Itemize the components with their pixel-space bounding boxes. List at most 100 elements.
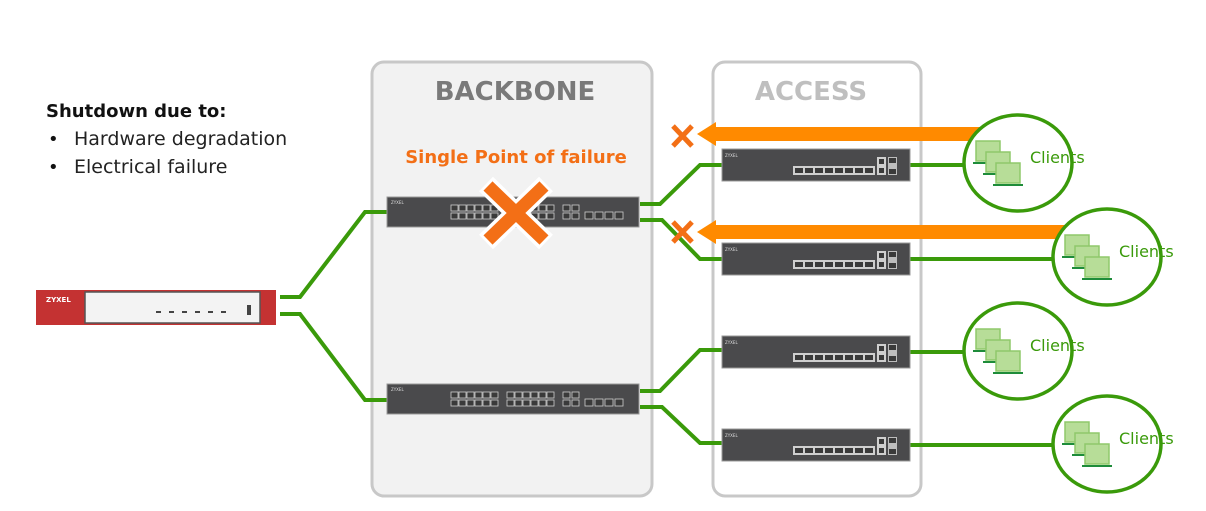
switch-port: [490, 391, 499, 399]
switch-port: [450, 212, 459, 220]
switch-port: [855, 355, 863, 360]
uplink-port: [604, 398, 614, 407]
sfp-frame: [877, 251, 886, 269]
switch-port: [458, 399, 467, 407]
client-group-1[interactable]: Clients: [962, 113, 1085, 213]
sfp-port: [889, 158, 896, 163]
switch-port: [825, 262, 833, 267]
access-switch-4[interactable]: ZYXEL: [721, 428, 911, 462]
switch-port: [815, 448, 823, 453]
sfp-port: [571, 399, 580, 407]
uplink-port: [594, 398, 604, 407]
bullet-glyph: •: [48, 157, 59, 178]
link-backbone2-access3: [640, 348, 722, 393]
sfp-port: [889, 263, 896, 268]
sfp-port: [879, 253, 884, 258]
switch-port: [466, 391, 475, 399]
shutdown-heading: Shutdown due to:: [46, 101, 227, 122]
uplink-port: [614, 398, 624, 407]
link-firewall-backbone2: [280, 312, 388, 402]
switch-port: [835, 355, 843, 360]
switch-port: [845, 355, 853, 360]
switch-port: [825, 355, 833, 360]
sfp-port: [879, 355, 884, 360]
laptop-icon: [993, 350, 1023, 374]
switch-port: [482, 212, 491, 220]
switch-port: [466, 399, 475, 407]
sfp-port: [879, 346, 884, 351]
switch-brand: ZYXEL: [725, 153, 738, 158]
switch-brand: ZYXEL: [391, 387, 404, 392]
switch-port: [845, 448, 853, 453]
switch-port: [546, 212, 555, 220]
switch-brand: ZYXEL: [391, 200, 404, 205]
switch-port: [538, 399, 547, 407]
switch-port: [855, 262, 863, 267]
switch-port: [466, 204, 475, 212]
backbone-switch-2[interactable]: ZYXEL: [386, 383, 640, 415]
link-backbone1-access1: [640, 163, 722, 206]
client-group-4[interactable]: Clients: [1051, 394, 1174, 494]
switch-port: [795, 355, 803, 360]
sfp-port: [879, 262, 884, 267]
sfp-port: [571, 391, 580, 399]
switch-port: [546, 399, 555, 407]
switch-port: [458, 212, 467, 220]
sfp-port: [889, 449, 896, 454]
switch-port: [474, 212, 483, 220]
sfp-port: [571, 204, 580, 212]
access-switch-3[interactable]: ZYXEL: [721, 335, 911, 369]
switch-port: [855, 168, 863, 173]
failure-x-icon: [479, 176, 553, 250]
sfp-frame: [877, 437, 886, 455]
clients-label: Clients: [1119, 429, 1174, 448]
sfp-port: [879, 439, 884, 444]
switch-port: [845, 168, 853, 173]
backbone-title: BACKBONE: [435, 77, 596, 107]
link-backbone2-access4: [640, 405, 722, 445]
switch-port: [514, 391, 523, 399]
laptop-icon: [1082, 443, 1112, 467]
switch-port: [506, 399, 515, 407]
uplink-port: [584, 211, 594, 220]
sfp-port: [889, 438, 896, 443]
switch-port: [805, 168, 813, 173]
switch-port: [815, 168, 823, 173]
access-title: ACCESS: [755, 77, 867, 107]
sfp-port: [562, 204, 571, 212]
port-frame: [793, 260, 875, 269]
uplink-port: [614, 211, 624, 220]
client-group-3[interactable]: Clients: [962, 301, 1085, 401]
switch-port: [865, 355, 873, 360]
clients-label: Clients: [1030, 148, 1085, 167]
access-switch-2[interactable]: ZYXEL: [721, 242, 911, 276]
firewall-device[interactable]: ZYXEL: [36, 290, 276, 325]
sfp-frame: [888, 344, 897, 362]
sfp-frame: [888, 251, 897, 269]
switch-port: [490, 399, 499, 407]
switch-port: [546, 204, 555, 212]
sfp-port: [889, 169, 896, 174]
blocked-x-icon: [671, 124, 694, 148]
switch-port: [490, 212, 499, 220]
backbone-zone: [370, 60, 654, 498]
port-frame: [793, 446, 875, 455]
switch-port: [805, 355, 813, 360]
switch-port: [795, 448, 803, 453]
switch-port: [466, 212, 475, 220]
switch-port: [845, 262, 853, 267]
switch-port: [514, 399, 523, 407]
switch-port: [474, 204, 483, 212]
switch-port: [538, 204, 547, 212]
sfp-frame: [888, 157, 897, 175]
blocked-traffic-arrow-2: [697, 220, 1072, 244]
access-switch-1[interactable]: ZYXEL: [721, 148, 911, 182]
switch-port: [546, 391, 555, 399]
switch-port: [450, 399, 459, 407]
switch-port: [795, 262, 803, 267]
switch-port: [805, 262, 813, 267]
switch-port: [474, 391, 483, 399]
client-group-2[interactable]: Clients: [1051, 207, 1174, 307]
bullet-electrical: Electrical failure: [74, 156, 227, 178]
